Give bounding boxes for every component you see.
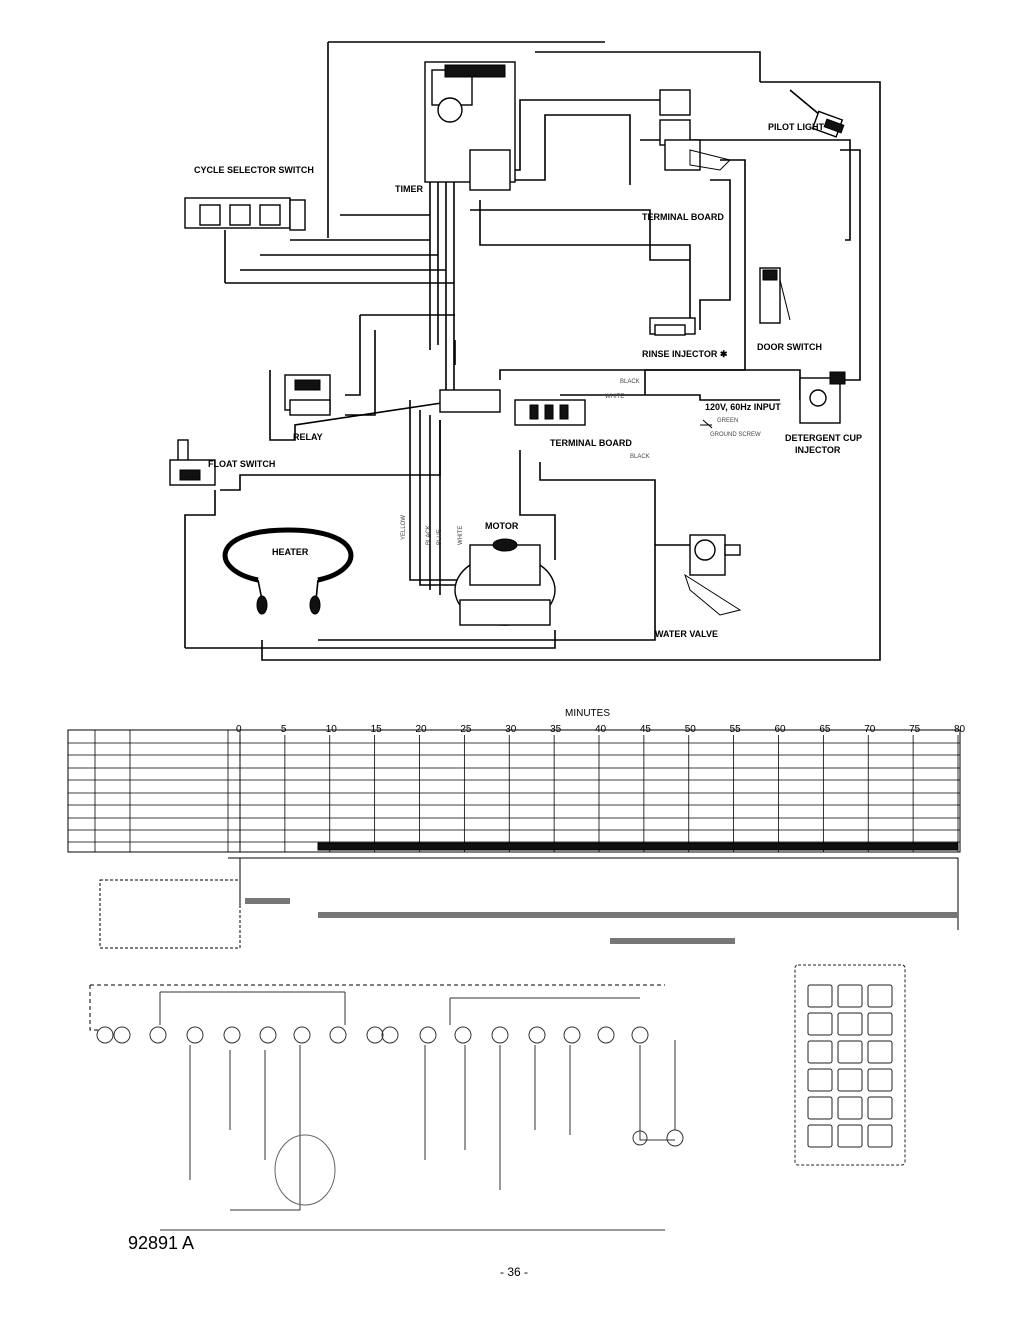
wire-label-white-2: WHITE bbox=[605, 394, 624, 400]
detergent-cup-injector bbox=[799, 371, 846, 424]
key-cell bbox=[837, 1012, 863, 1036]
schematic-node bbox=[329, 1026, 347, 1044]
schematic-node bbox=[113, 1026, 131, 1044]
wire-label-yellow: YELLOW bbox=[401, 515, 407, 540]
door-switch-label: DOOR SWITCH bbox=[757, 342, 822, 352]
key-cell bbox=[807, 984, 833, 1008]
key-cell bbox=[837, 1124, 863, 1148]
rinse-injector bbox=[649, 317, 696, 336]
pilot-light bbox=[811, 110, 845, 138]
wire-float-loop bbox=[184, 490, 556, 649]
key-cell bbox=[837, 984, 863, 1008]
key-cell bbox=[807, 1068, 833, 1092]
door-switch bbox=[759, 267, 791, 324]
schematic-node bbox=[149, 1026, 167, 1044]
wire-label-white: WHITE bbox=[458, 526, 464, 545]
key-cell bbox=[867, 1012, 893, 1036]
key-cell bbox=[837, 1068, 863, 1092]
schematic-node bbox=[96, 1026, 114, 1044]
chart-title: MINUTES bbox=[565, 708, 610, 719]
schematic bbox=[89, 984, 684, 1231]
timer bbox=[424, 61, 516, 191]
schematic-node bbox=[528, 1026, 546, 1044]
wire-terminal-valve bbox=[539, 462, 656, 545]
terminal-board-top bbox=[659, 89, 731, 171]
page-number: - 36 - bbox=[500, 1265, 529, 1279]
heater bbox=[222, 527, 354, 615]
rinse-injector-label: RINSE INJECTOR ✱ bbox=[642, 349, 728, 359]
terminal-board-top-label: TERMINAL BOARD bbox=[642, 212, 724, 222]
key-cell bbox=[867, 984, 893, 1008]
wire-timer-pilot bbox=[500, 99, 660, 185]
schematic-node bbox=[186, 1026, 204, 1044]
wire-label-black: BLACK bbox=[426, 525, 432, 545]
schematic-node bbox=[597, 1026, 615, 1044]
wire-harness-outer bbox=[261, 41, 881, 661]
key-cell bbox=[867, 1096, 893, 1120]
wire-relay bbox=[345, 314, 456, 416]
pilot-light-label: PILOT LIGHT bbox=[768, 122, 824, 132]
key-cell bbox=[807, 1040, 833, 1064]
terminal-board-bottom-label: TERMINAL BOARD bbox=[550, 438, 632, 448]
water-valve bbox=[684, 534, 742, 616]
motor-label: MOTOR bbox=[485, 521, 519, 531]
key-cell bbox=[867, 1040, 893, 1064]
float-switch-label: FLOAT SWITCH bbox=[208, 459, 275, 469]
schematic-node bbox=[223, 1026, 241, 1044]
key-cell bbox=[837, 1096, 863, 1120]
wire-selector-bundle bbox=[224, 214, 454, 284]
terminal-board-bottom bbox=[439, 389, 586, 426]
wire-float-terminal bbox=[220, 420, 441, 491]
cycle-selector-switch-label: CYCLE SELECTOR SWITCH bbox=[194, 165, 314, 175]
terminal-key-grid bbox=[794, 964, 906, 1166]
ground-screw-label: GROUND SCREW bbox=[710, 432, 761, 438]
wire-label-green: GREEN bbox=[717, 418, 738, 424]
wire-water-valve bbox=[318, 544, 690, 641]
schematic-node bbox=[259, 1026, 277, 1044]
wire-label-black-3: BLACK bbox=[630, 454, 650, 460]
schematic-node bbox=[631, 1026, 649, 1044]
schematic-node bbox=[563, 1026, 581, 1044]
relay-label: RELAY bbox=[293, 432, 323, 442]
float-switch bbox=[169, 439, 216, 486]
wire-terminal-door bbox=[644, 159, 746, 395]
cycle-selector-switch bbox=[184, 197, 306, 231]
relay bbox=[284, 374, 331, 416]
schematic-node bbox=[366, 1026, 384, 1044]
motor bbox=[454, 538, 556, 626]
schematic-node bbox=[381, 1026, 399, 1044]
wire-motor-bundle bbox=[409, 400, 465, 595]
water-valve-label: WATER VALVE bbox=[655, 629, 718, 639]
key-cell bbox=[837, 1040, 863, 1064]
input-label: 120V, 60Hz INPUT bbox=[705, 402, 781, 412]
wire-terminal-motor bbox=[519, 450, 556, 560]
wire-pilot-detergent bbox=[640, 89, 861, 381]
document-id: 92891 A bbox=[128, 1233, 195, 1253]
wire-timer-terminal bbox=[470, 200, 691, 318]
wire-relay-terminal bbox=[269, 370, 476, 441]
wire-label-blue: BLUE bbox=[437, 529, 443, 545]
key-cell bbox=[867, 1124, 893, 1148]
wire-timer-bundle bbox=[429, 150, 455, 400]
schematic-node bbox=[491, 1026, 509, 1044]
detergent-cup-label-1: DETERGENT CUP bbox=[785, 433, 862, 443]
wire-label-black-2: BLACK bbox=[620, 379, 640, 385]
key-cell bbox=[807, 1124, 833, 1148]
schematic-node bbox=[293, 1026, 311, 1044]
wire-input bbox=[499, 369, 801, 401]
schematic-node bbox=[454, 1026, 472, 1044]
ground-screw-icon bbox=[700, 419, 713, 429]
key-cell bbox=[807, 1012, 833, 1036]
heater-label: HEATER bbox=[272, 547, 309, 557]
schematic-node bbox=[419, 1026, 437, 1044]
timer-label: TIMER bbox=[395, 184, 423, 194]
detergent-cup-label-2: INJECTOR bbox=[795, 445, 841, 455]
key-cell bbox=[867, 1068, 893, 1092]
key-cell bbox=[807, 1096, 833, 1120]
